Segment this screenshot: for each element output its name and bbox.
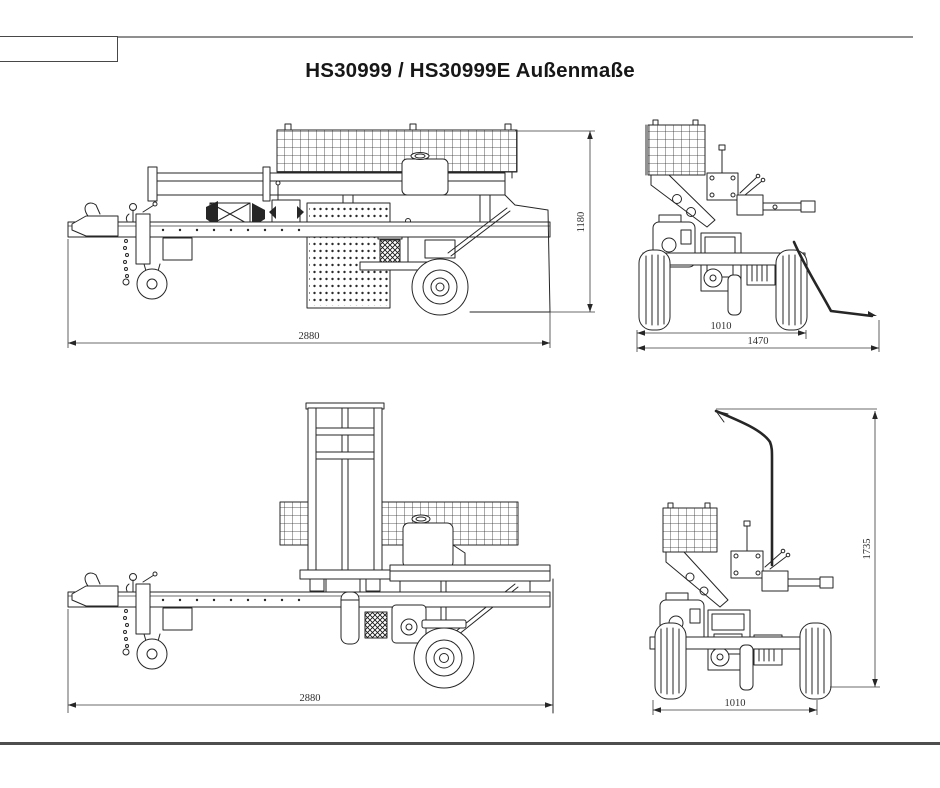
right-wheel	[775, 249, 808, 331]
side-raised-drawing: 2880	[67, 402, 554, 714]
dimension-height: 1180	[515, 130, 595, 313]
pump-engine	[364, 604, 427, 644]
dimension-length: 2880	[67, 609, 553, 713]
mast-plate	[706, 144, 739, 201]
perforated-table	[306, 202, 391, 309]
dim-label-1470: 1470	[748, 336, 769, 347]
outfeed-tray	[469, 194, 551, 313]
mast-plate	[730, 520, 764, 579]
splitting-mast	[299, 402, 391, 593]
dim-label-2880: 2880	[300, 693, 321, 704]
jockey-wheel	[135, 201, 168, 300]
page-title: HS30999 / HS30999E Außenmaße	[305, 59, 635, 82]
mesh-basket	[662, 502, 718, 553]
road-wheel	[413, 619, 475, 689]
empty-tab-box	[0, 36, 118, 62]
hitch-coupler	[71, 202, 137, 237]
support-arm	[665, 551, 729, 608]
dimension-height: 1735	[716, 408, 880, 688]
dim-label-2880: 2880	[299, 331, 320, 342]
safety-chain	[122, 609, 130, 656]
jockey-wheel	[135, 571, 168, 670]
rear-handle-drawing: 1735 1010	[649, 408, 880, 715]
tow-bar	[792, 240, 877, 318]
view-side-lowered: 2880 1180	[60, 115, 615, 360]
dimension-track: 1010	[652, 698, 818, 715]
side-lowered-drawing: 2880 1180	[67, 123, 595, 348]
mesh-basket	[276, 123, 518, 179]
view-rear-handle: 1735 1010	[630, 395, 890, 730]
dim-label-1010: 1010	[725, 698, 746, 709]
pump-valve-cluster	[206, 180, 304, 227]
control-valves	[761, 548, 834, 592]
top-divider	[0, 36, 913, 38]
control-valves	[736, 173, 816, 216]
right-wheel	[799, 622, 832, 700]
road-wheel	[411, 207, 511, 316]
chassis-beam	[67, 591, 551, 631]
view-side-raised: 2880	[60, 395, 615, 720]
support-arm	[650, 174, 716, 228]
mesh-basket	[645, 119, 706, 176]
left-wheel	[654, 622, 687, 700]
rear-towbar-drawing: 1010 1470	[636, 119, 880, 352]
fuel-tank	[401, 152, 449, 196]
bottom-divider	[0, 742, 940, 745]
dimension-track: 1010	[636, 321, 807, 339]
left-wheel	[638, 249, 671, 331]
hitch-coupler	[71, 572, 137, 607]
hydraulic-cylinder	[340, 591, 360, 645]
dimension-length: 2880	[67, 239, 551, 348]
dim-label-1010: 1010	[711, 321, 732, 332]
view-rear-towbar: 1010 1470	[625, 115, 890, 365]
chassis-beam	[67, 221, 551, 261]
dimension-overall: 1470	[636, 320, 880, 352]
lift-handle	[714, 409, 774, 567]
safety-chain	[122, 239, 130, 286]
dim-label-1180: 1180	[576, 212, 587, 233]
dim-label-1735: 1735	[862, 539, 873, 560]
